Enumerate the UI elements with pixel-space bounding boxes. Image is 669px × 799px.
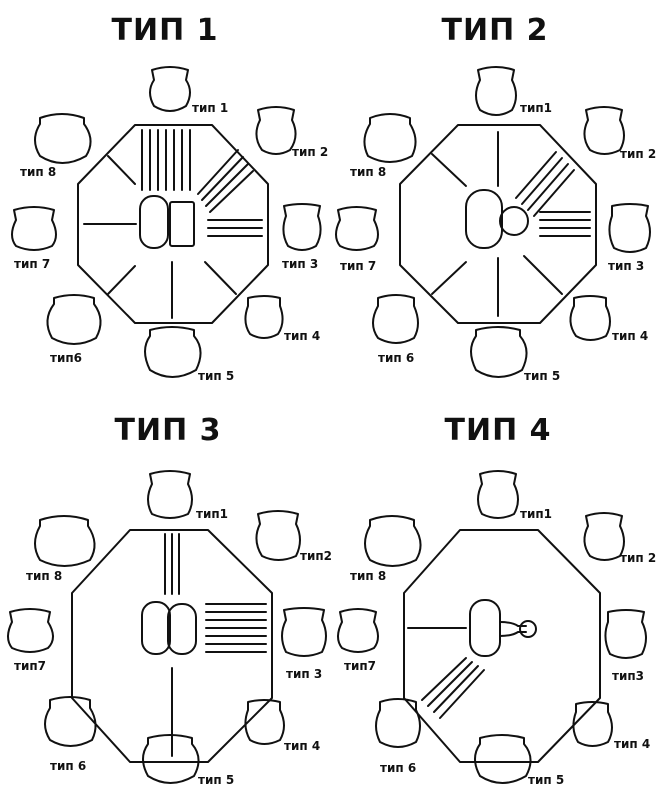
pot-label: тип 8 — [350, 165, 386, 179]
pot-label: тип 8 — [20, 165, 56, 179]
line-group — [407, 627, 485, 719]
pot-label: тип 3 — [282, 257, 318, 271]
pot-label: тип 5 — [198, 369, 234, 383]
panel-type-2: ТИП 2 тип1 тип 2 — [335, 13, 656, 383]
line-group — [83, 129, 263, 319]
octagon-plan — [403, 529, 601, 763]
pot-type-7: тип7 — [337, 608, 379, 673]
pot-type-1: тип1 — [477, 470, 552, 521]
pot-type-1: тип1 — [147, 470, 228, 521]
pot-label: тип 6 — [380, 761, 416, 775]
oval-hearth — [465, 189, 503, 249]
pot-label: тип 1 — [192, 101, 228, 115]
pot-label: тип 4 — [612, 329, 648, 343]
pot-label: тип1 — [520, 507, 552, 521]
pot-type-8: тип 8 — [350, 113, 417, 179]
panel-type-1: ТИП 1 тип 1 — [11, 13, 328, 383]
pot-type-5: тип 5 — [470, 326, 560, 383]
line-group — [431, 131, 591, 317]
pot-type-5: тип 5 — [144, 326, 234, 383]
pot-type-3: тип 3 — [281, 607, 327, 681]
line-group — [164, 533, 267, 757]
pot-label: тип 2 — [620, 147, 656, 161]
pot-label: тип 3 — [608, 259, 644, 273]
pot-label: тип2 — [300, 549, 332, 563]
panel-title: ТИП 1 — [112, 13, 219, 48]
round-hearth — [519, 620, 537, 638]
oval-hearth-2 — [167, 603, 197, 655]
panel-title: ТИП 4 — [445, 413, 552, 448]
pot-label: тип 7 — [14, 257, 50, 271]
pot-type-8: тип 8 — [20, 113, 92, 179]
pot-label: тип 7 — [340, 259, 376, 273]
pot-type-5: тип 5 — [474, 734, 564, 787]
pot-type-6: тип 6 — [44, 696, 97, 773]
pot-label: тип 6 — [50, 759, 86, 773]
pot-label: тип 8 — [350, 569, 386, 583]
pot-type-7: тип7 — [7, 608, 54, 673]
pot-type-2: тип2 — [255, 510, 332, 563]
oval-hearth — [141, 601, 171, 655]
octagon-plan — [77, 124, 269, 324]
pot-type-3: тип 3 — [608, 203, 651, 273]
pot-label: тип 4 — [284, 329, 320, 343]
pot-type-4: тип 4 — [572, 701, 650, 751]
pot-type-6: тип 6 — [372, 294, 419, 365]
pot-type-7: тип 7 — [11, 206, 57, 271]
pot-label: тип7 — [14, 659, 46, 673]
panel-type-3: ТИП 3 тип1 тип2 тип 3 — [7, 413, 332, 787]
pot-type-4: тип 4 — [569, 295, 648, 343]
pot-type-2: тип 2 — [255, 106, 328, 159]
panel-type-4: ТИП 4 тип1 тип 2 тип3 тип 4 — [337, 413, 656, 787]
octagon-plan — [399, 124, 597, 324]
pot-label: тип1 — [196, 507, 228, 521]
pot-label: тип 5 — [198, 773, 234, 787]
pot-label: тип 4 — [284, 739, 320, 753]
pot-label: тип7 — [344, 659, 376, 673]
panel-title: ТИП 3 — [115, 413, 222, 448]
pot-type-3: тип 3 — [282, 203, 322, 271]
octagon-plan — [71, 529, 273, 763]
pot-type-2: тип 2 — [583, 512, 656, 565]
pot-type-1: тип 1 — [149, 66, 228, 115]
pot-type-6: тип6 — [46, 294, 102, 365]
pot-type-4: тип 4 — [244, 699, 320, 753]
pot-label: тип 2 — [620, 551, 656, 565]
pot-type-3: тип3 — [604, 609, 647, 683]
oval-hearth — [469, 599, 501, 657]
pot-label: тип 6 — [378, 351, 414, 365]
pot-type-2: тип 2 — [583, 106, 656, 161]
pot-label: тип 3 — [286, 667, 322, 681]
pot-type-5: тип 5 — [142, 734, 234, 787]
flue-channel — [499, 621, 527, 637]
pot-label: тип6 — [50, 351, 82, 365]
pot-type-1: тип1 — [475, 66, 552, 116]
panel-title: ТИП 2 — [442, 13, 549, 48]
rect-hearth — [169, 201, 195, 247]
pot-label: тип 5 — [524, 369, 560, 383]
round-hearth — [499, 206, 529, 236]
pot-label: тип 2 — [292, 145, 328, 159]
pot-type-6: тип 6 — [375, 698, 421, 775]
pot-label: тип3 — [612, 669, 644, 683]
pot-label: тип 8 — [26, 569, 62, 583]
pot-label: тип 4 — [614, 737, 650, 751]
pot-type-7: тип 7 — [335, 206, 379, 273]
pot-type-8: тип 8 — [350, 515, 422, 583]
pot-type-8: тип 8 — [26, 515, 96, 583]
pot-label: тип1 — [520, 101, 552, 115]
oval-hearth — [139, 195, 169, 249]
pot-type-4: тип 4 — [244, 295, 320, 343]
pot-label: тип 5 — [528, 773, 564, 787]
